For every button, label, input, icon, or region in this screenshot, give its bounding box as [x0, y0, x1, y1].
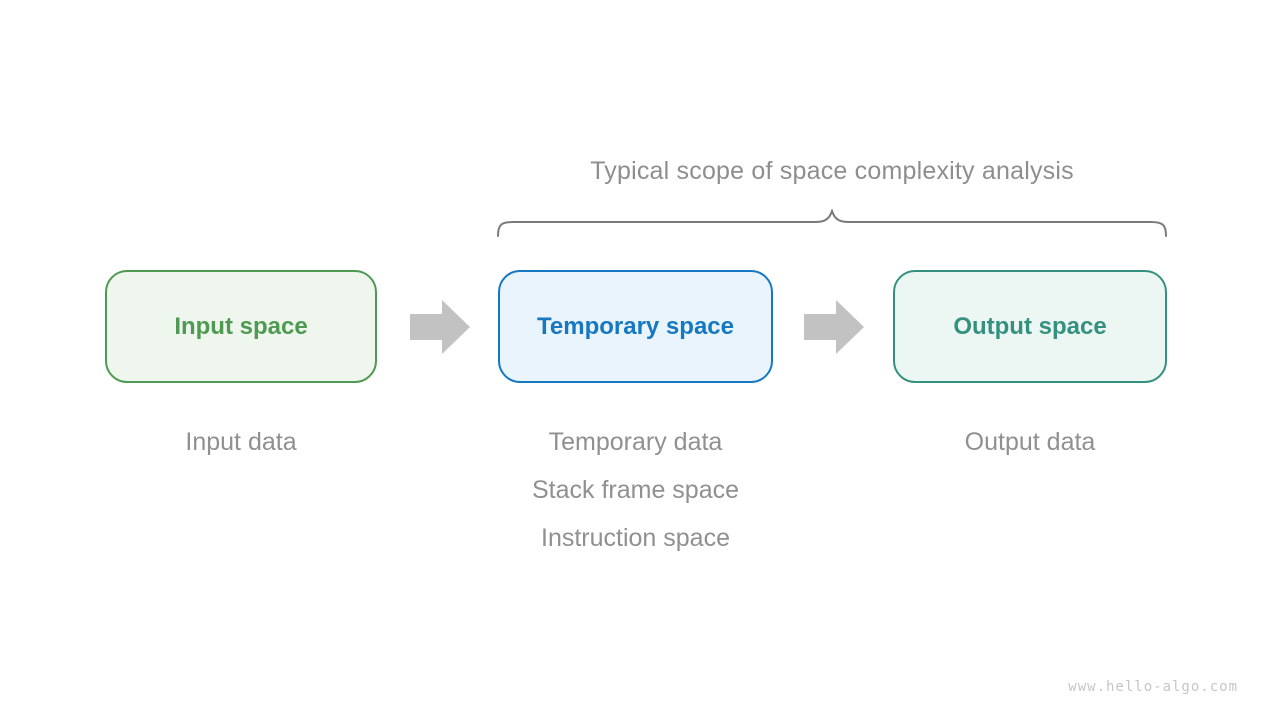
temporary-space-note: Stack frame space [531, 476, 740, 504]
input-space-box: Input space [105, 270, 377, 383]
temporary-space-note: Temporary data [548, 428, 723, 456]
right-arrow-shape [804, 300, 864, 354]
diagram-title: Typical scope of space complexity analys… [590, 157, 1074, 185]
output-space-label: Output space [953, 312, 1107, 340]
right-arrow-icon [410, 300, 470, 354]
right-arrow-shape [410, 300, 470, 354]
temporary-space-box: Temporary space [498, 270, 773, 383]
input-space-note: Input data [185, 428, 297, 456]
output-space-box: Output space [893, 270, 1167, 383]
curly-brace [497, 209, 1167, 237]
right-arrow-icon [804, 300, 864, 354]
site-watermark: www.hello-algo.com [1068, 679, 1238, 695]
input-space-label: Input space [174, 312, 308, 340]
output-space-note: Output data [964, 428, 1096, 456]
temporary-space-note: Instruction space [541, 524, 730, 552]
curly-brace-path [497, 209, 1167, 237]
temporary-space-label: Temporary space [537, 312, 734, 340]
